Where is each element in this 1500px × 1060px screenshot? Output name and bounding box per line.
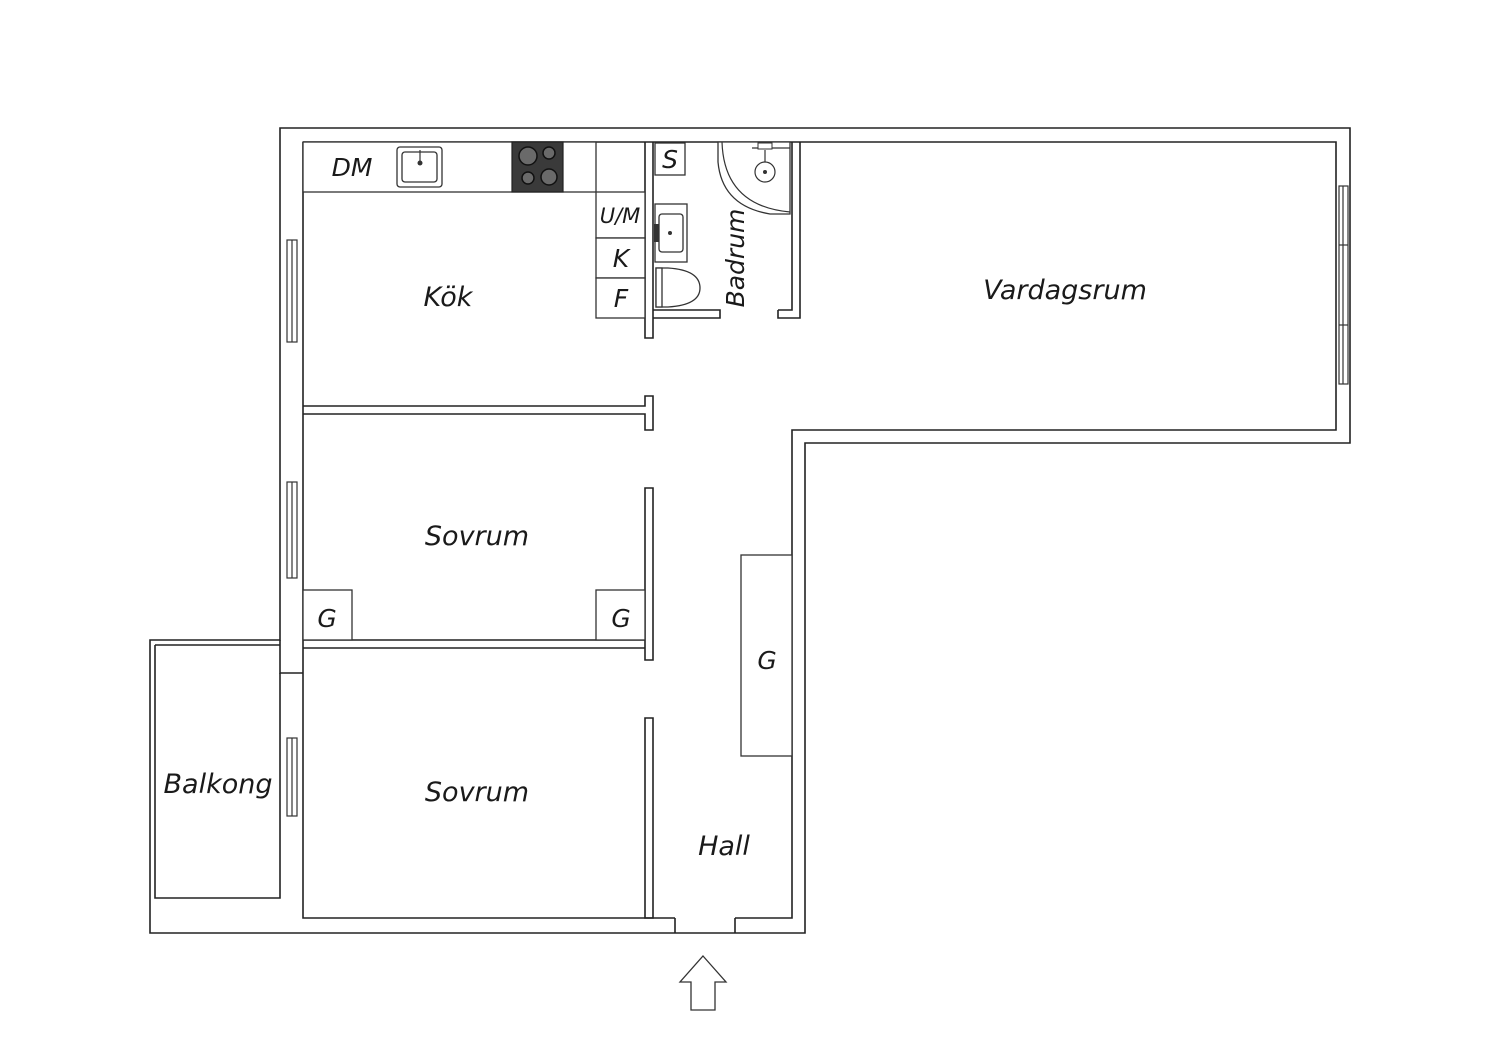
label-um: U/M	[600, 204, 641, 228]
kitchen-sink-icon	[396, 146, 443, 188]
label-s: S	[662, 145, 678, 174]
room-label-hall: Hall	[698, 831, 750, 862]
room-label-badrum: Badrum	[721, 209, 750, 308]
entrance-arrow-icon	[678, 955, 728, 1011]
room-label-sovrum-1: Sovrum	[425, 521, 529, 552]
kitchen-counter	[302, 141, 597, 193]
label-dm: DM	[332, 153, 373, 182]
room-label-vardagsrum: Vardagsrum	[983, 275, 1147, 306]
shower-icon	[717, 141, 791, 215]
wardrobes	[302, 554, 793, 757]
bathroom-fixtures	[654, 141, 791, 308]
wardrobe-sovrum-right	[595, 589, 646, 641]
room-label-kok: Kök	[424, 282, 474, 313]
label-g-left: G	[317, 604, 336, 633]
stove-icon	[511, 141, 564, 193]
room-label-sovrum-2: Sovrum	[425, 777, 529, 808]
appliance-column	[595, 191, 646, 319]
toilet-icon	[655, 267, 701, 308]
label-k: K	[613, 244, 632, 273]
room-label-balkong: Balkong	[164, 769, 273, 800]
label-g-hall: G	[757, 646, 776, 675]
windows	[286, 185, 1349, 817]
wardrobe-sovrum-left	[302, 589, 353, 641]
storage-s-box	[654, 142, 686, 176]
wash-basin-icon	[654, 203, 688, 263]
label-f: F	[614, 284, 629, 313]
wardrobe-hall	[740, 554, 793, 757]
exterior-walls	[149, 127, 1351, 934]
balcony	[154, 644, 281, 899]
label-g-right: G	[611, 604, 630, 633]
